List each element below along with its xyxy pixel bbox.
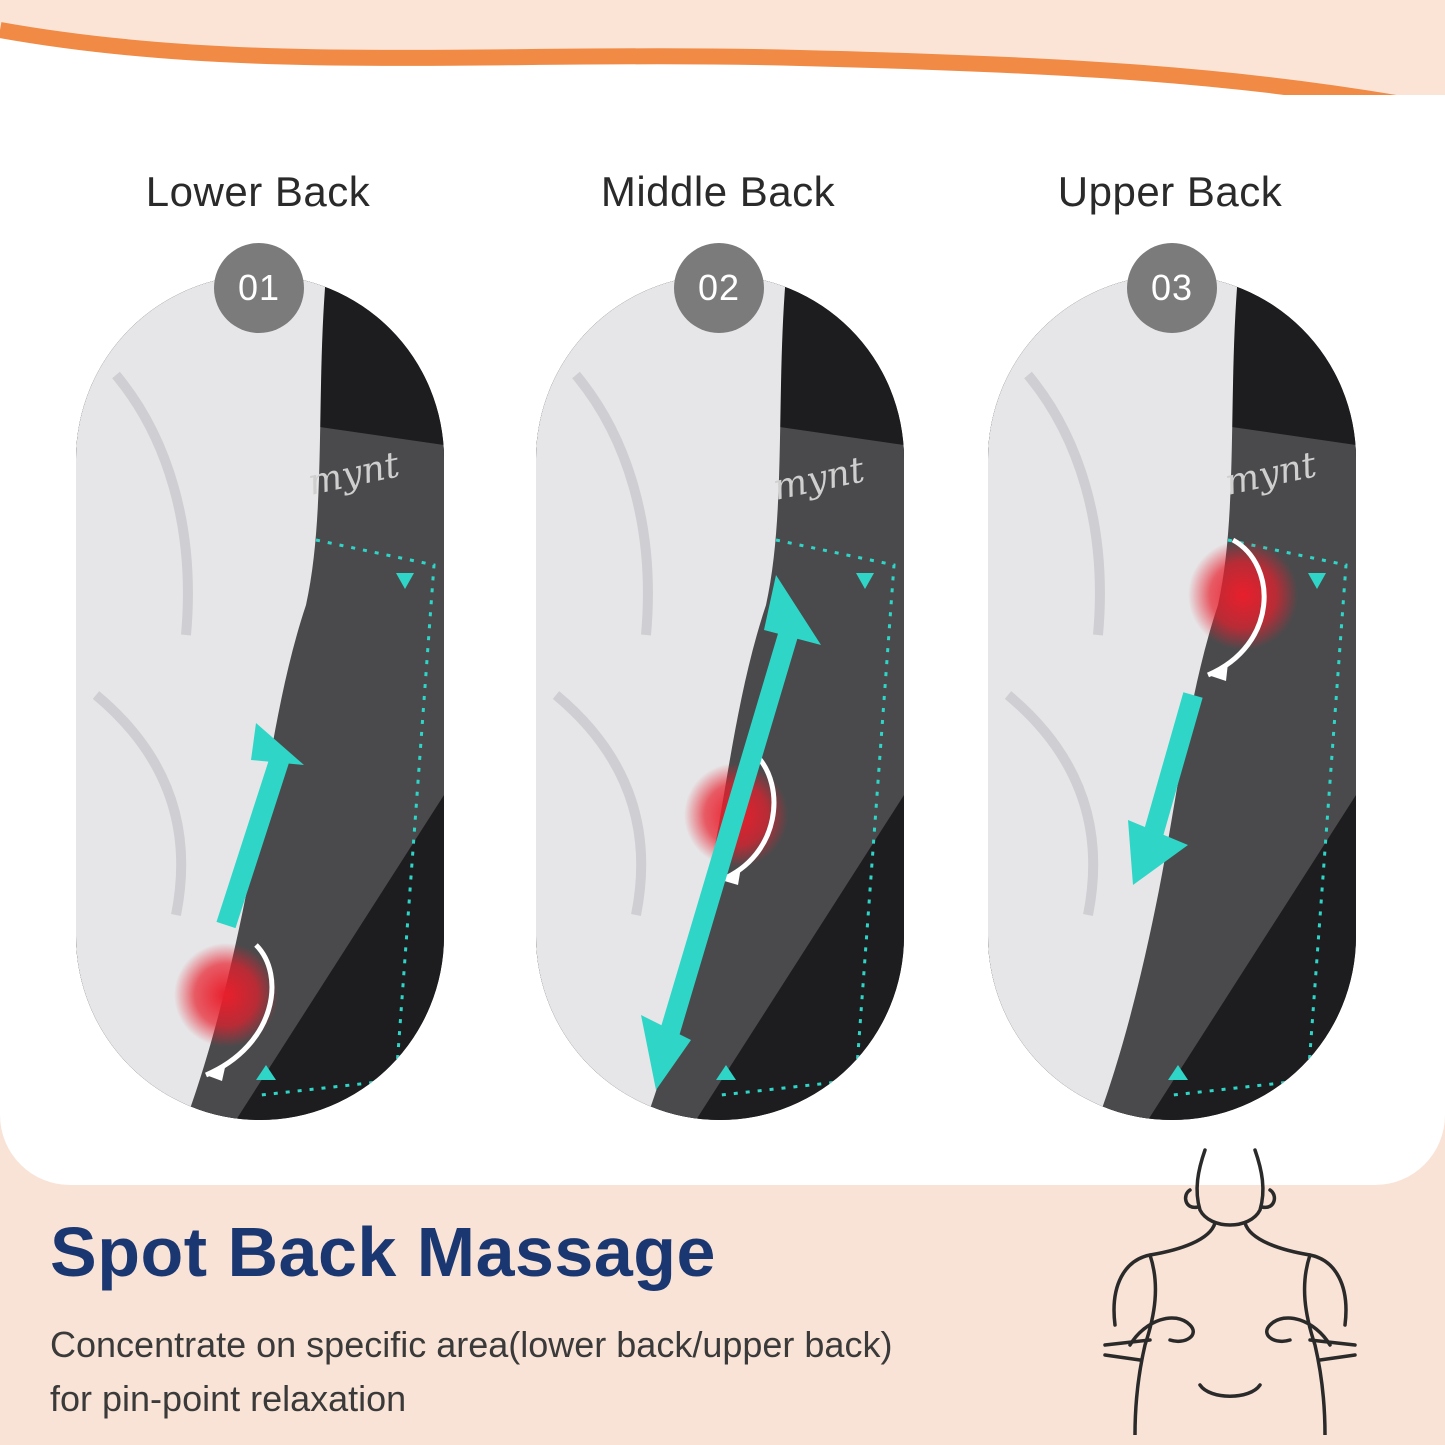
headline: Spot Back Massage	[50, 1213, 716, 1291]
double-arrow-icon	[216, 723, 304, 929]
column-title-upper-back: Upper Back	[1057, 168, 1283, 215]
description-line-1: Concentrate on specific area(lower back/…	[50, 1324, 893, 1365]
double-arrow-icon	[1128, 692, 1203, 885]
upper-back-panel: mynt	[988, 275, 1356, 1120]
step-badge-01: 01	[214, 243, 304, 333]
column-title-middle-back: Middle Back	[600, 168, 836, 215]
double-arrow-icon	[641, 575, 821, 1090]
column-title-lower-back: Lower Back	[145, 168, 371, 215]
description: Concentrate on specific area(lower back/…	[50, 1318, 1050, 1426]
step-badge-03: 03	[1127, 243, 1217, 333]
step-badge-02: 02	[674, 243, 764, 333]
lower-back-panel: mynt	[76, 275, 444, 1120]
description-line-2: for pin-point relaxation	[50, 1378, 407, 1419]
shoulder-massage-line-icon	[1103, 1148, 1357, 1435]
middle-back-panel: mynt	[536, 275, 904, 1120]
